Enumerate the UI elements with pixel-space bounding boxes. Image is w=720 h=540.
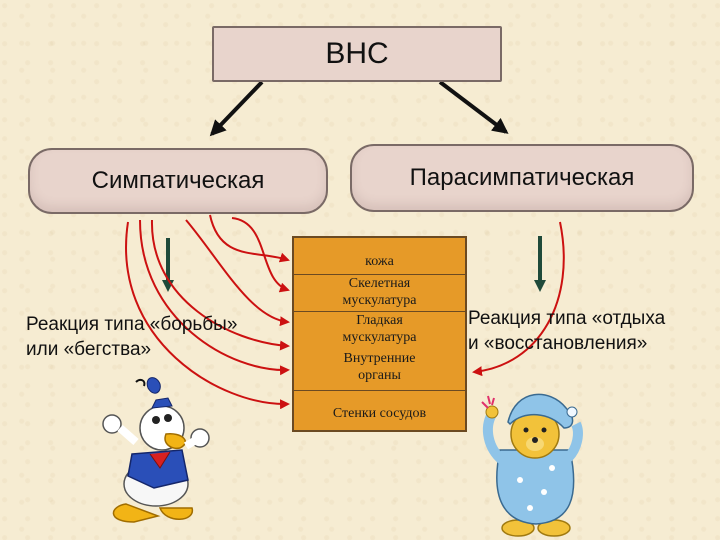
organ-item: кожа xyxy=(365,254,394,269)
symp-arrow-vessels xyxy=(125,221,290,410)
symp-arrow-internal xyxy=(139,219,290,376)
parasympathetic-reaction-line: и «восстановления» xyxy=(468,333,648,354)
symp-arrow-smooth xyxy=(185,219,290,327)
pooh-bear-icon xyxy=(481,393,583,537)
sympathetic-reaction-line: или «бегства» xyxy=(26,339,152,360)
ans-title-box: ВНС xyxy=(212,26,502,82)
fighting-duck-icon xyxy=(102,377,210,523)
ans-title: ВНС xyxy=(325,37,389,70)
organ-item: Стенки сосудов xyxy=(294,390,465,422)
para-arrow-internal xyxy=(472,221,565,377)
parasympathetic-reaction: Реакция типа «отдыха и «восстановления» xyxy=(468,306,665,356)
organ-item: Скелетная мускулатура xyxy=(294,274,465,309)
arrow-to-parasympathetic xyxy=(438,80,509,134)
symp-arrow-skeletal xyxy=(231,217,290,293)
arrow-to-sympathetic xyxy=(209,80,264,137)
sympathetic-reaction: Реакция типа «борьбы» или «бегства» xyxy=(26,312,237,362)
sympathetic-label: Симпатическая xyxy=(91,167,265,194)
organ-list: кожа Скелетная мускулатура Гладкая муску… xyxy=(292,236,467,432)
parasympathetic-reaction-line: Реакция типа «отдыха xyxy=(468,308,666,329)
sympathetic-box: Симпатическая xyxy=(28,148,328,214)
parasympathetic-box: Парасимпатическая xyxy=(350,144,694,212)
parasympathetic-label: Парасимпатическая xyxy=(409,164,635,191)
organ-item: Гладкая мускулатура xyxy=(294,311,465,346)
symp-arrow-extra xyxy=(150,219,290,351)
organ-item: Внутренние органы xyxy=(343,351,416,383)
symp-arrow-skin xyxy=(209,214,290,263)
sympathetic-reaction-line: Реакция типа «борьбы» xyxy=(26,314,238,335)
